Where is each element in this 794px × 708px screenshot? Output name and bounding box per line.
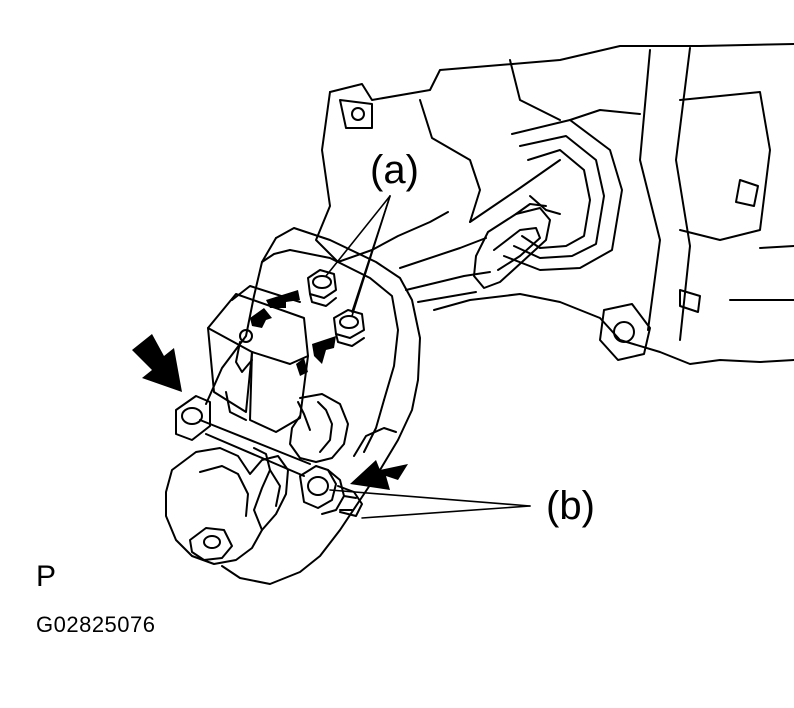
leader-lines-a	[325, 195, 391, 317]
nut-a-lower	[333, 309, 365, 347]
transmission-case	[315, 43, 794, 365]
arrow-right-icon	[350, 460, 408, 490]
lever-assembly	[165, 393, 349, 565]
view-letter: P	[36, 560, 57, 593]
leader-lines-b	[329, 489, 531, 519]
arrow-small-mid-icon	[250, 308, 272, 328]
bolt-b	[299, 465, 363, 517]
shift-boot	[473, 119, 623, 289]
switch-block	[207, 285, 309, 433]
mounting-bracket	[205, 227, 421, 585]
arrow-small-lower-icon	[296, 358, 308, 376]
nut-a-upper	[307, 269, 337, 307]
arrow-small-right-icon	[312, 336, 336, 364]
callout-label-a: (a)	[370, 148, 419, 192]
arrow-small-upper-icon	[266, 290, 300, 308]
arrow-left-icon	[132, 334, 182, 392]
connecting-rod	[399, 237, 491, 303]
callout-label-b: (b)	[546, 484, 595, 528]
figure-code: G02825076	[36, 612, 156, 637]
